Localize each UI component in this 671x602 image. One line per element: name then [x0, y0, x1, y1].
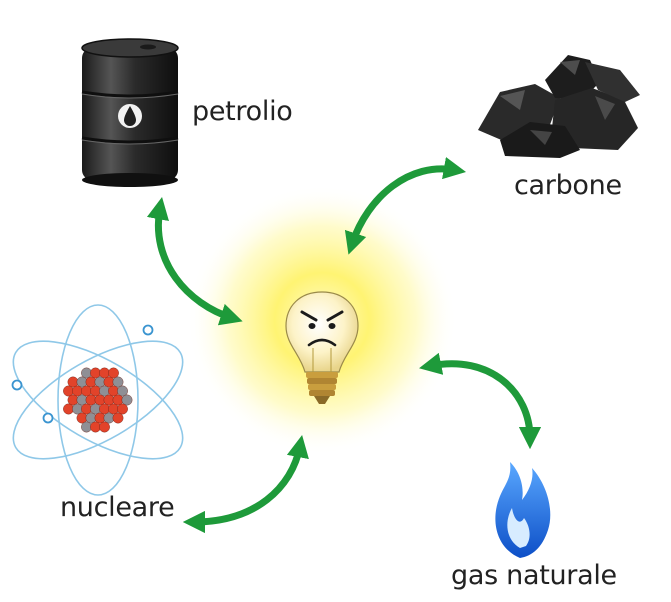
oil-barrel-icon — [81, 38, 179, 187]
nucleon — [112, 412, 124, 424]
arrow-nucleare — [182, 434, 309, 534]
nucleon — [117, 385, 128, 397]
arrow-gas — [419, 352, 542, 450]
connection-arrows — [146, 157, 542, 534]
label-nucleare: nucleare — [60, 492, 175, 523]
arrow-carbone — [344, 157, 467, 255]
nucleon — [117, 403, 128, 415]
coal-lumps-icon — [478, 55, 640, 158]
nucleon — [112, 376, 124, 388]
frowning-light-bulb-icon — [285, 291, 359, 404]
arrow-petrolio — [146, 196, 243, 326]
nucleus — [63, 367, 133, 433]
nucleon — [99, 421, 110, 433]
atom-icon — [11, 304, 184, 496]
label-gas-naturale: gas naturale — [451, 560, 617, 591]
blue-flame-icon — [495, 462, 551, 558]
nucleon — [108, 367, 119, 379]
nucleon — [121, 394, 133, 406]
label-carbone: carbone — [514, 170, 622, 201]
label-petrolio: petrolio — [192, 96, 293, 127]
